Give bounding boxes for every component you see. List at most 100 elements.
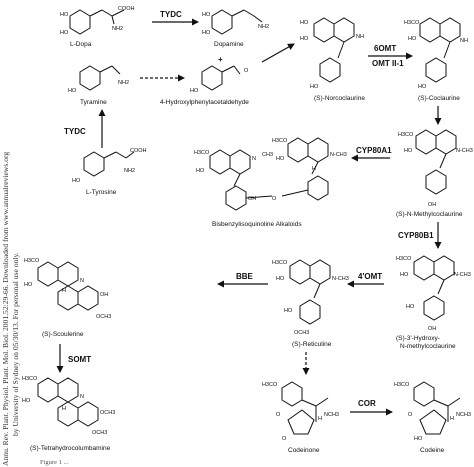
atom-ho: HO	[60, 12, 69, 18]
atom-h3co: H3CO	[394, 382, 410, 388]
side-citation: Annu. Rev. Plant. Physiol. Plant. Mol. B…	[1, 152, 20, 466]
atom-ho: HO	[276, 276, 285, 282]
atom-o: O	[408, 412, 413, 418]
structure-codeine: H3CO O H NCH3 HO	[394, 381, 471, 442]
structure-ldopa: HO HO COOH NH2	[60, 6, 135, 36]
atom-och3: OCH3	[100, 410, 115, 416]
structure-reticuline: H3CO HO N-CH3 HO OCH3	[272, 259, 349, 336]
label-l-dopa: L-Dopa	[70, 41, 92, 48]
enzyme-cyp80a1: CYP80A1	[356, 146, 392, 155]
atom-ho: HO	[310, 84, 319, 90]
atom-h: H	[62, 288, 66, 294]
enzyme-4omt: 4'OMT	[358, 272, 382, 281]
caption-fragment: Figure 1 ...	[40, 459, 69, 466]
atom-nh2: NH2	[118, 80, 129, 86]
atom-o: O	[276, 412, 281, 418]
atom-oh: OH	[428, 202, 436, 208]
label-dopamine: Dopamine	[214, 41, 244, 48]
atom-nch3: N-CH3	[456, 148, 473, 154]
atom-nch3: N-CH3	[454, 272, 471, 278]
label-bisbenzylisoquinoline: Bisbenzylisoquinoline Alkaloids	[212, 221, 302, 228]
structure-coclaurine: H3CO HO NH HO	[404, 17, 468, 90]
label-hydroxy-n-methylcoclaurine-1: (S)-3'-Hydroxy-	[396, 335, 440, 342]
atom-nch3: N-CH3	[330, 152, 347, 158]
atom-och3: OCH3	[92, 430, 107, 436]
enzyme-6omt: 6OMT	[374, 44, 396, 53]
atom-ho: HO	[414, 436, 423, 442]
atom-oh: OH	[248, 196, 256, 202]
atom-ch3: CH3	[262, 152, 273, 158]
enzyme-cyp80b1: CYP80B1	[398, 231, 434, 240]
atom-h: H	[62, 406, 66, 412]
side-citation-line-2: by University of Sydney on 05/30/13. For…	[11, 252, 20, 436]
atom-nch3b: NCH3	[324, 412, 339, 418]
atom-ho: HO	[202, 12, 211, 18]
atom-oh: OH	[428, 326, 436, 332]
structure-l-tyrosine: COOH NH2 HO	[72, 148, 147, 184]
enzyme-tydc-left: TYDC	[64, 127, 86, 136]
label-l-tyrosine: L-Tyrosine	[86, 189, 117, 196]
atom-h: H	[312, 166, 316, 172]
label-codeine: Codeine	[420, 447, 445, 454]
atom-och3: OCH3	[96, 314, 111, 320]
atom-o: O	[272, 196, 277, 202]
atom-ho: HO	[72, 178, 81, 184]
atom-nh: NH	[460, 38, 468, 44]
atom-h3co: H3CO	[396, 256, 412, 262]
label-coclaurine: (S)-Coclaurine	[418, 95, 460, 102]
atom-ho: HO	[406, 304, 415, 310]
structure-tyramine: HO NH2	[68, 65, 129, 94]
structure-tetrahydrocolumbamine: H3CO HO N H OCH3 OCH3	[22, 376, 115, 436]
atom-h3co: H3CO	[398, 132, 414, 138]
atom-o: O	[244, 68, 249, 74]
atom-nh2: NH2	[258, 24, 269, 30]
enzyme-cor: COR	[358, 399, 376, 408]
atom-nh2: NH2	[112, 26, 123, 32]
atom-nh2: NH2	[124, 168, 135, 174]
atom-h3co: H3CO	[404, 20, 420, 26]
atom-h3co: H3CO	[24, 258, 40, 264]
atom-nh: NH	[356, 34, 364, 40]
structure-norcoclaurine: HO HO NH HO	[300, 17, 364, 90]
label-hydroxy-n-methylcoclaurine-2: N-methylcoclaurine	[400, 343, 456, 350]
atom-n: N	[80, 394, 84, 400]
label-tetrahydrocolumbamine: (S)-Tetrahydrocolumbamine	[30, 445, 111, 452]
label-reticuline: (S)-Reticuline	[292, 341, 332, 348]
atom-ho: HO	[276, 156, 285, 162]
enzyme-tydc-top: TYDC	[160, 10, 182, 19]
atom-ho: HO	[202, 30, 211, 36]
side-citation-line-1: Annu. Rev. Plant. Physiol. Plant. Mol. B…	[1, 152, 10, 466]
structure-scoulerine: H3CO HO N H OH OCH3	[24, 258, 111, 320]
atom-oh: OH	[100, 292, 108, 298]
atom-n: N	[252, 156, 256, 162]
atom-ho: HO	[24, 282, 33, 288]
enzyme-somt: SOMT	[68, 355, 91, 364]
structure-codeinone: H3CO O H NCH3 O	[262, 381, 339, 442]
atom-h3co: H3CO	[272, 138, 288, 144]
label-4-hydroxylphenylacetaldehyde: 4-Hydroxylphenylacetaldehyde	[160, 99, 249, 106]
atom-ho: HO	[418, 84, 427, 90]
atom-nch3b: NCH3	[456, 412, 471, 418]
atom-ho: HO	[300, 20, 309, 26]
atom-nch3: N-CH3	[332, 276, 349, 282]
enzyme-bbe: BBE	[236, 272, 254, 281]
label-scoulerine: (S)-Scoulerine	[42, 331, 84, 338]
atom-ho: HO	[284, 308, 293, 314]
atom-h3co: H3CO	[194, 150, 210, 156]
atom-cooh: COOH	[118, 6, 135, 12]
atom-n: N	[80, 278, 84, 284]
atom-cooh: COOH	[130, 148, 147, 154]
atom-ho: HO	[22, 398, 31, 404]
atom-ho: HO	[300, 36, 309, 42]
atom-h: H	[318, 416, 322, 422]
atom-ho: HO	[68, 88, 77, 94]
atom-och3: OCH3	[294, 330, 309, 336]
atom-ho: HO	[190, 88, 199, 94]
atom-h3co: H3CO	[22, 376, 38, 382]
atom-h: H	[450, 416, 454, 422]
atom-ho: HO	[408, 36, 417, 42]
atom-h3co: H3CO	[272, 260, 288, 266]
label-tyramine: Tyramine	[80, 99, 107, 106]
structure-n-methylcoclaurine: H3CO HO N-CH3 OH	[398, 129, 473, 208]
